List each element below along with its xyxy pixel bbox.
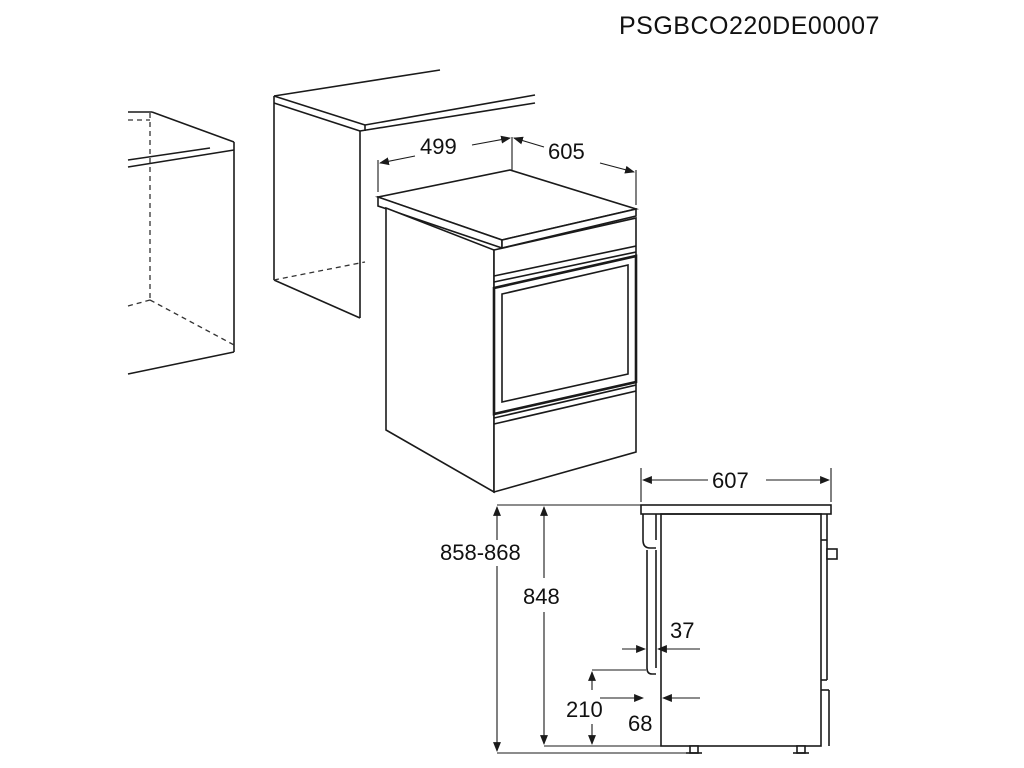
dim-210-label: 210 [566, 697, 603, 722]
dim-499-label: 499 [420, 134, 457, 159]
dim-68-label: 68 [628, 711, 652, 736]
dim-605-label: 605 [548, 139, 585, 164]
dimension-607: 607 [640, 468, 832, 502]
dimension-68: 68 [600, 694, 700, 736]
dim-607-label: 607 [712, 468, 749, 493]
dimension-605: 605 [513, 136, 637, 205]
dim-848-label: 848 [523, 584, 560, 609]
cooker-isometric [374, 169, 640, 494]
cooker-side-view [640, 504, 838, 754]
dimension-210: 210 [566, 669, 646, 745]
dimension-499: 499 [377, 134, 513, 192]
dim-37-label: 37 [670, 618, 694, 643]
left-cabinet [127, 111, 235, 375]
right-cabinet [273, 69, 536, 319]
dimension-858-868: 858-868 [440, 506, 521, 752]
dimension-37: 37 [622, 618, 700, 653]
dim-858-868-label: 858-868 [440, 540, 521, 565]
product-code: PSGBCO220DE00007 [619, 12, 880, 40]
dimension-848: 848 [523, 506, 560, 745]
